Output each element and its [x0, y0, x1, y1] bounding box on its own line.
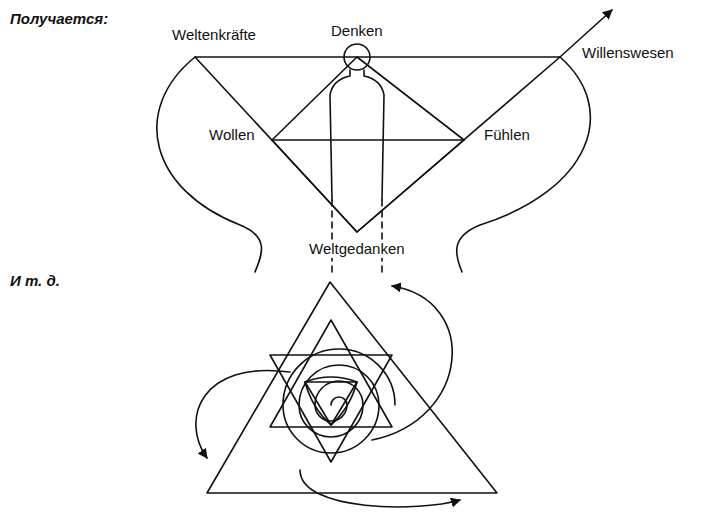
spiral-arrow [196, 370, 290, 458]
body-outline [330, 70, 350, 200]
world-triangle [195, 57, 560, 232]
world-thoughts-label: Weltgedanken [307, 240, 407, 258]
soul-diamond [272, 57, 464, 232]
spiral-arrow [300, 470, 460, 507]
thinking-label: Denken [331, 22, 383, 40]
outer-triangle [207, 282, 497, 493]
body-outline [364, 70, 384, 200]
caption-word: Получается: [10, 10, 108, 28]
head-circle [344, 44, 370, 70]
feeling-label: Fühlen [484, 126, 530, 144]
cross-line [272, 139, 464, 141]
willing-label: Wollen [209, 126, 255, 144]
inner-triangle [270, 320, 392, 427]
will-being-label: Willenswesen [582, 44, 674, 62]
spiral [283, 349, 395, 453]
body-dashed [332, 200, 382, 276]
etc-label: И т. д. [10, 272, 60, 290]
spiral-arrow [372, 286, 452, 440]
force-label: Weltenkräfte [172, 26, 256, 44]
curved-triangle [305, 377, 357, 425]
cup-outline [157, 57, 262, 272]
